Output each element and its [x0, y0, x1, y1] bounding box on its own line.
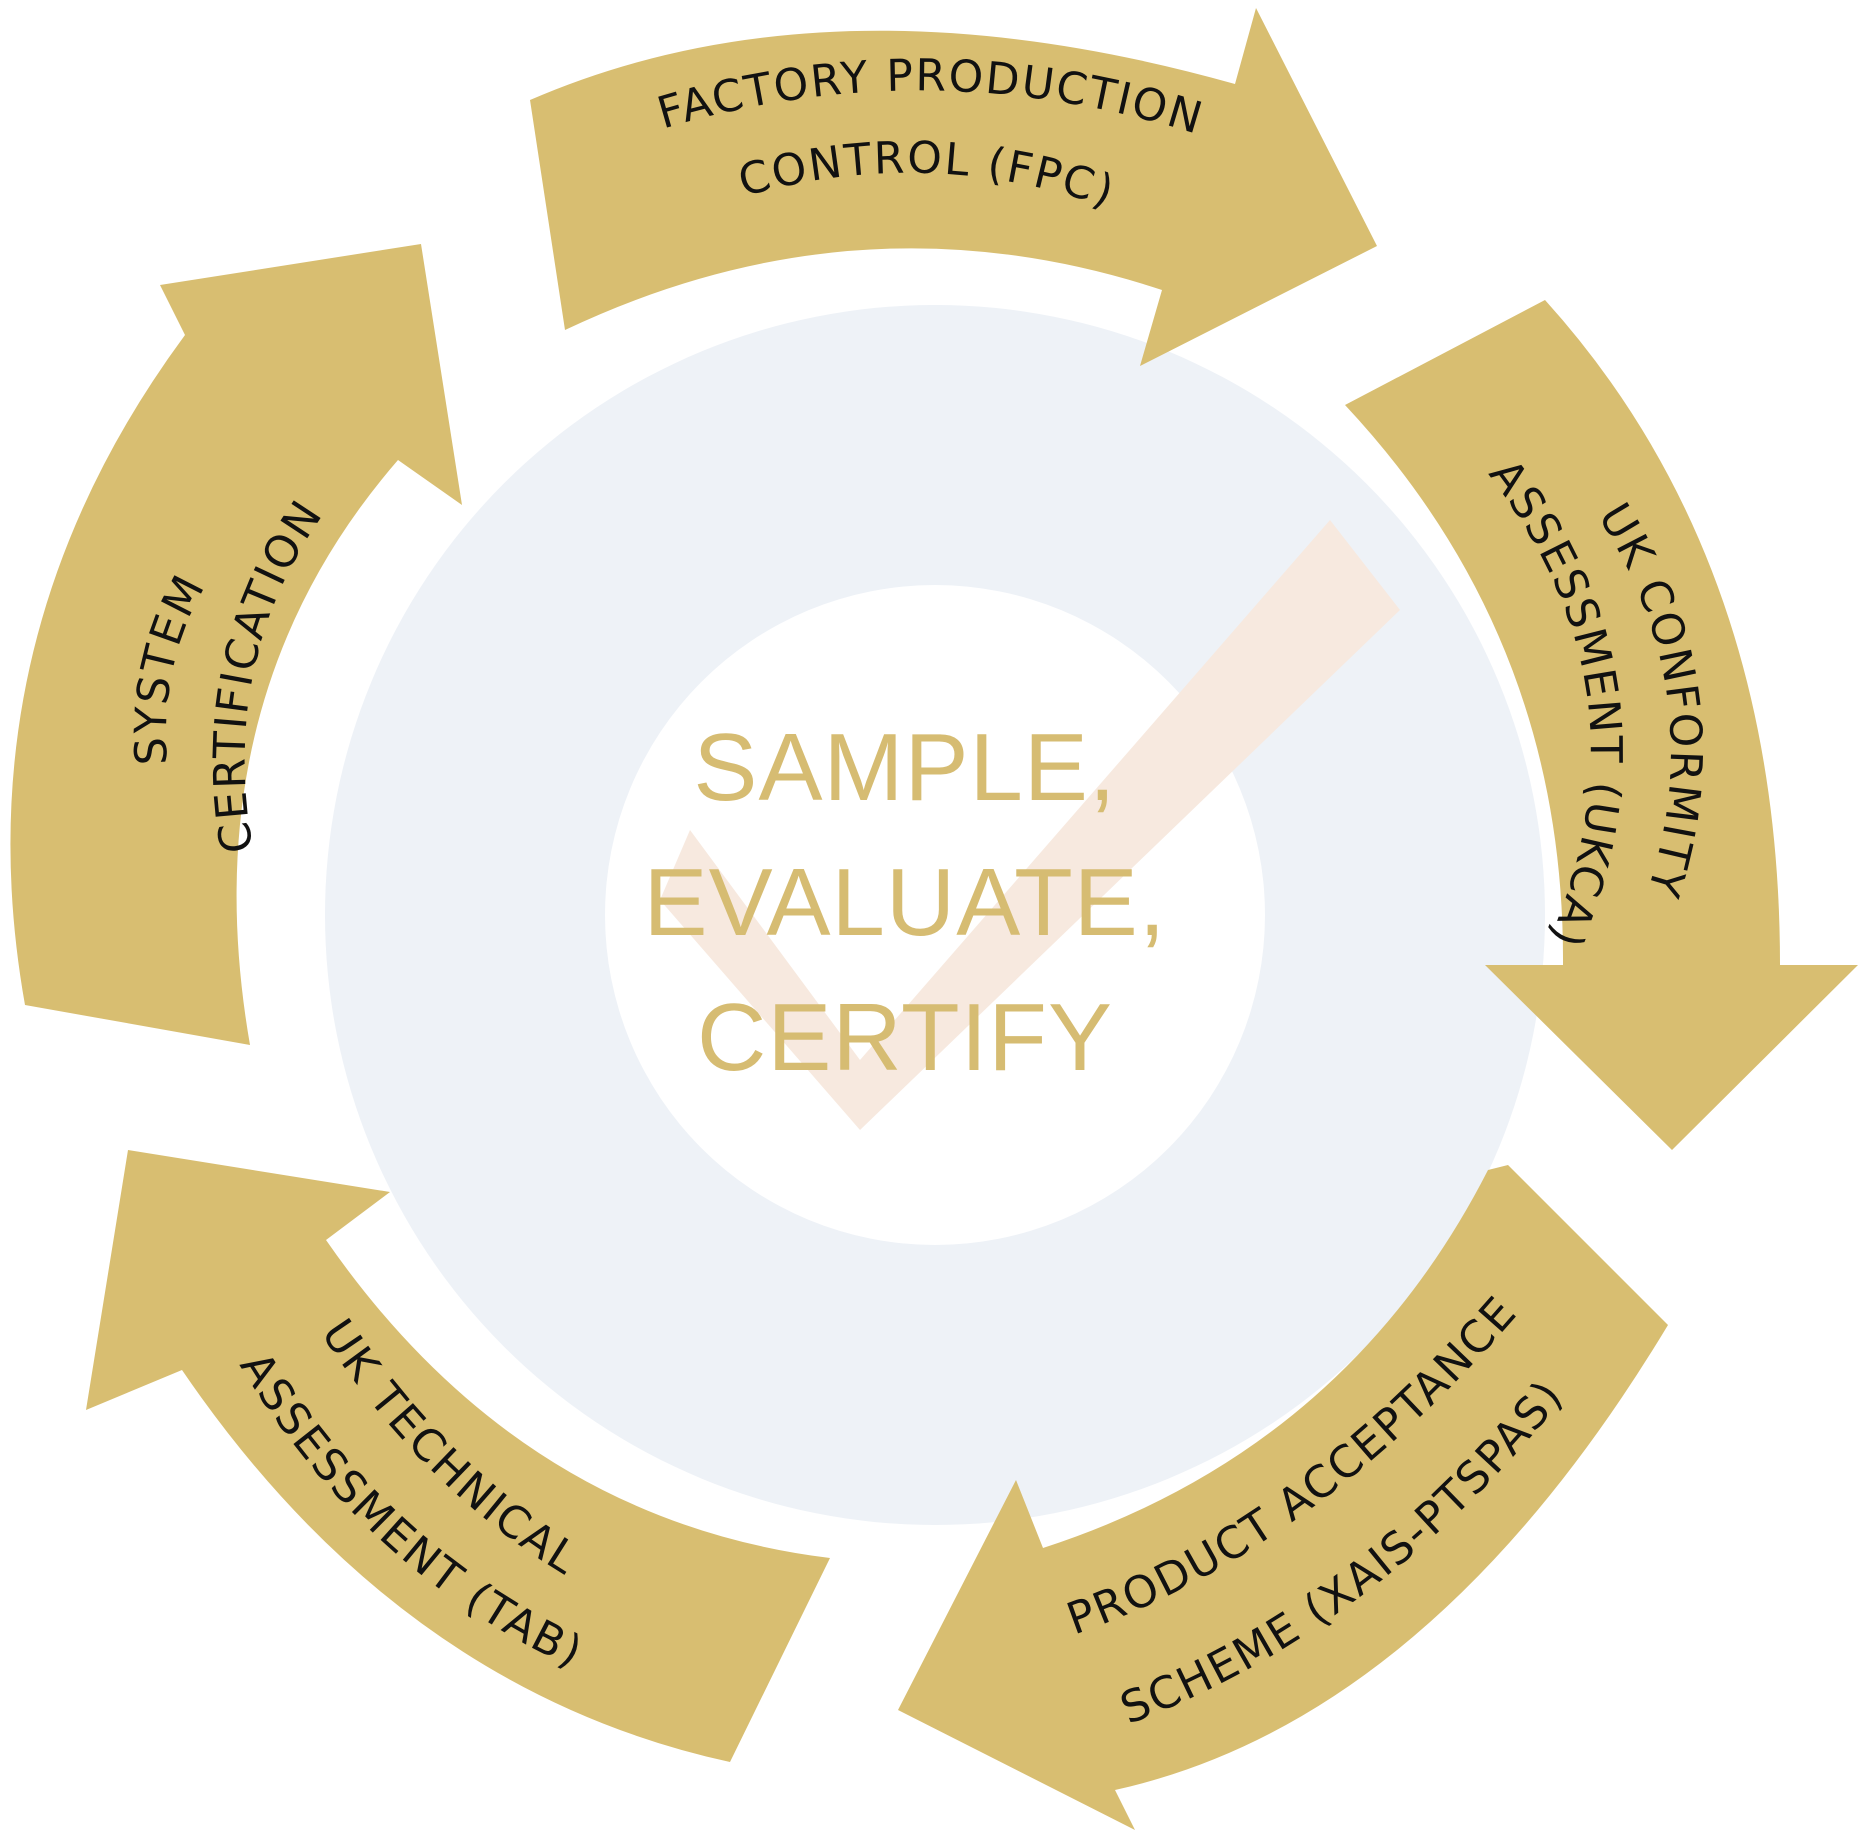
center-line-2: EVALUATE,	[644, 849, 1167, 956]
center-line-3: CERTIFY	[697, 984, 1113, 1091]
watermark-inner-circle	[605, 585, 1265, 1245]
arrow-shape-ukca	[1345, 300, 1858, 1150]
arrow-shape-tab	[86, 1150, 830, 1762]
arrow-uk-conformity-assessment: UK CONFORMITY ASSESSMENT (UKCA)	[1345, 300, 1858, 1150]
arrow-shape-sys	[10, 244, 463, 1045]
center-line-1: SAMPLE,	[693, 714, 1116, 821]
arrow-factory-production-control: FACTORY PRODUCTION CONTROL (FPC)	[530, 8, 1377, 366]
arrow-shape-pas	[898, 1165, 1668, 1830]
watermark-check-mark	[660, 520, 1400, 1130]
watermark-logo	[325, 305, 1545, 1525]
center-caption: SAMPLE, EVALUATE, CERTIFY	[644, 714, 1167, 1091]
arrow-shape-fpc	[530, 8, 1377, 366]
